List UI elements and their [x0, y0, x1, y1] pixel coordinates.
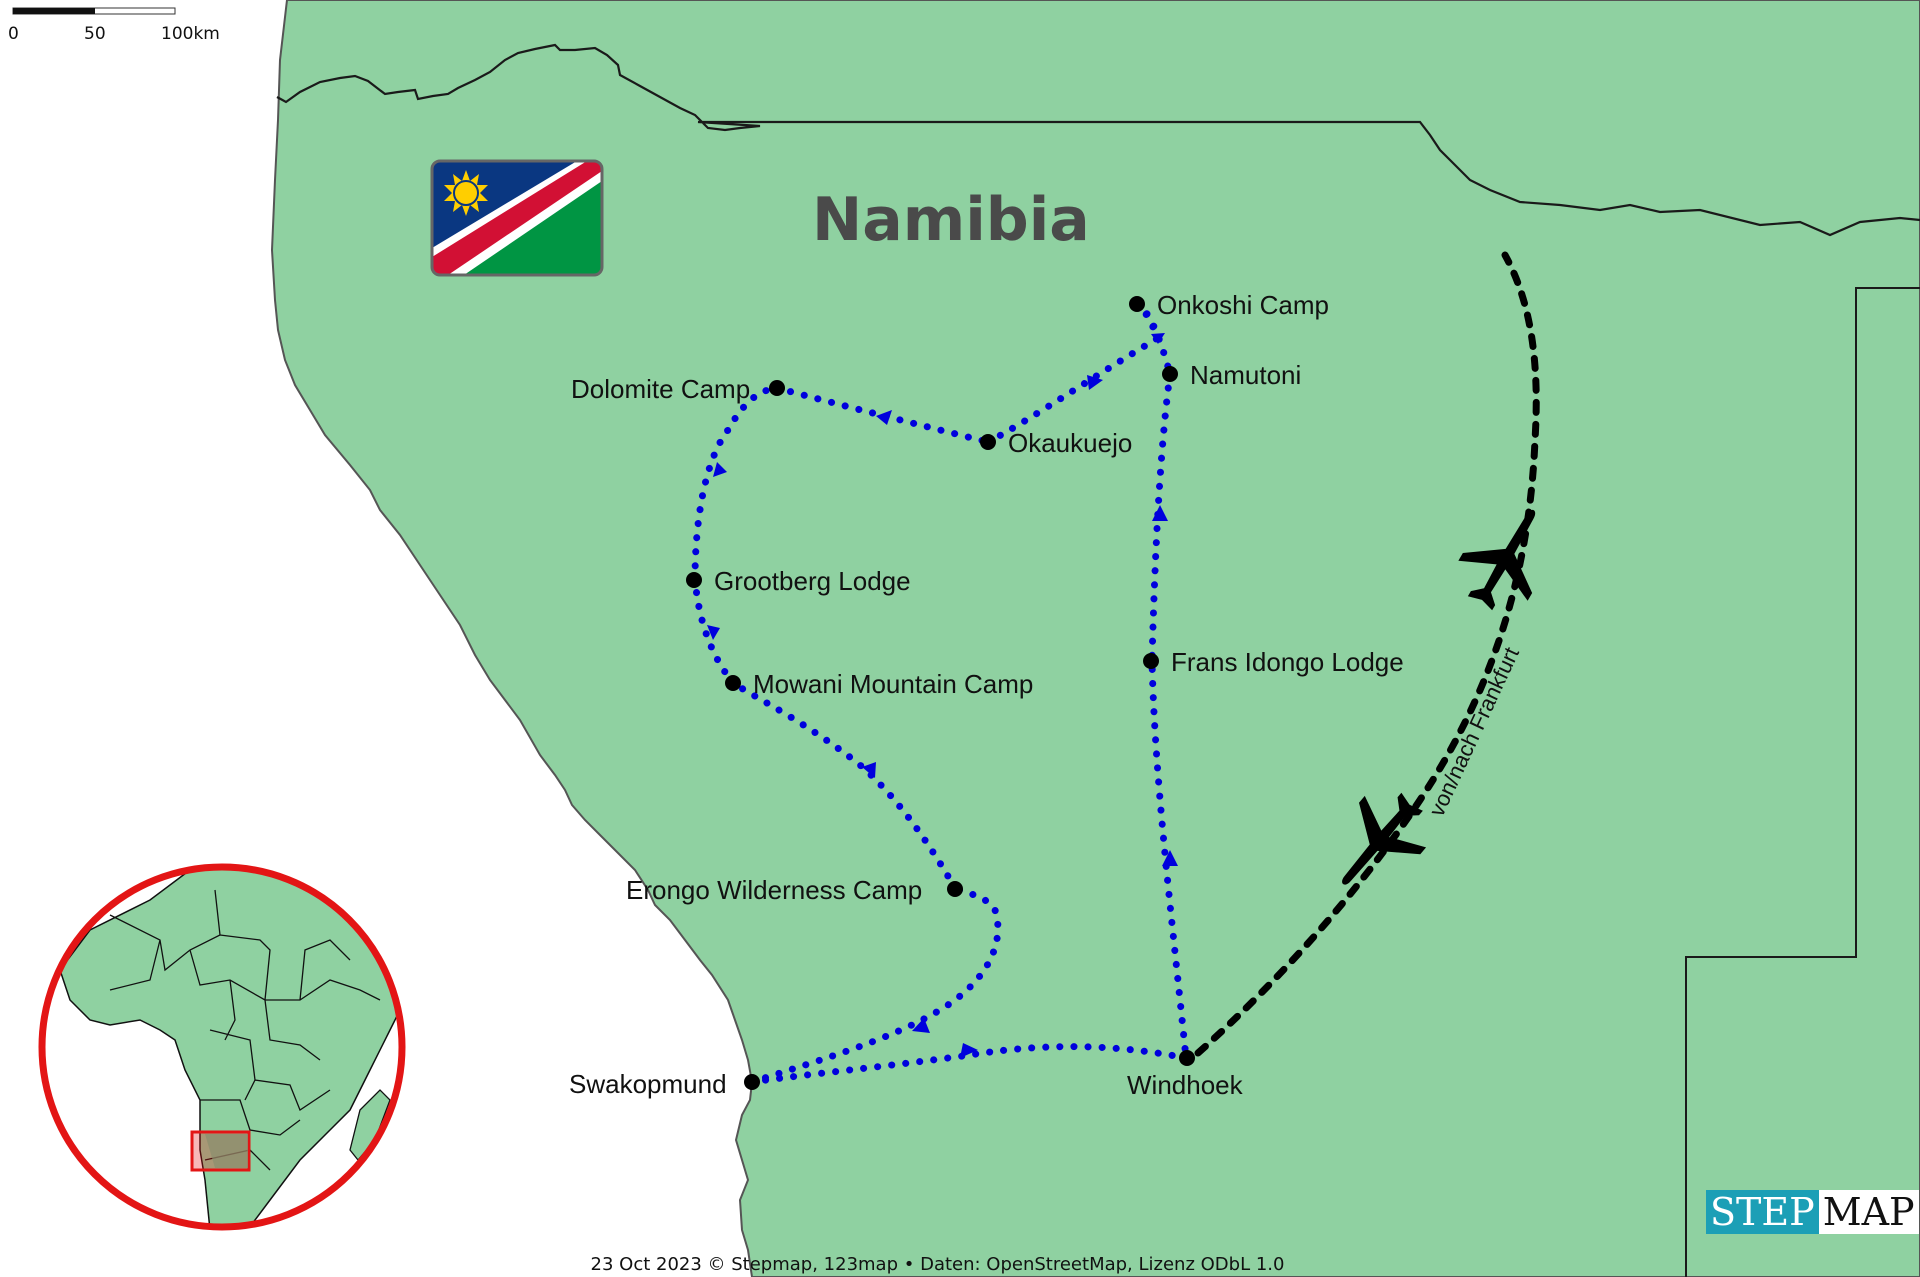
places: Onkoshi Camp Namutoni Dolomite Camp Okau…: [569, 290, 1404, 1100]
place-windhoek[interactable]: Windhoek: [1127, 1050, 1244, 1100]
arrow-icon: [1151, 333, 1165, 344]
scale-label-0: 0: [8, 24, 19, 44]
arrow-icon: [912, 1018, 930, 1033]
plane-icon: [1342, 792, 1427, 885]
stepmap-logo[interactable]: STEP MAP: [1706, 1190, 1919, 1234]
place-label: Onkoshi Camp: [1157, 290, 1329, 320]
place-frans-idongo-lodge[interactable]: Frans Idongo Lodge: [1143, 647, 1404, 677]
route-onkoshi-namutoni: [1133, 300, 1174, 378]
place-namutoni[interactable]: Namutoni: [1162, 360, 1301, 390]
arrow-icon: [960, 1043, 978, 1058]
logo-part-map: MAP: [1818, 1190, 1919, 1234]
scale-label-50: 50: [84, 24, 106, 44]
place-label: Mowani Mountain Camp: [753, 669, 1033, 699]
route-swakopmund-erongo: [748, 884, 1002, 1086]
inset-africa-map: [38, 863, 406, 1231]
place-onkoshi-camp[interactable]: Onkoshi Camp: [1129, 290, 1329, 320]
scale-label-100: 100km: [161, 24, 220, 44]
namibia-flag-icon: [430, 159, 604, 277]
land-area: [270, 0, 1920, 1277]
attribution-credit: 23 Oct 2023 © Stepmap, 123map • Daten: O…: [590, 1254, 1285, 1275]
place-label: Grootberg Lodge: [714, 566, 911, 596]
flight-path: [1194, 251, 1540, 1057]
route-dolomite-okaukuejo: [773, 384, 992, 446]
arrow-icon: [876, 410, 892, 425]
place-label: Swakopmund: [569, 1069, 727, 1099]
route-arrows: [707, 333, 1178, 1058]
logo-part-step: STEP: [1706, 1190, 1819, 1234]
place-swakopmund[interactable]: Swakopmund: [569, 1069, 760, 1099]
place-mowani-mountain-camp[interactable]: Mowani Mountain Camp: [725, 669, 1033, 699]
route-namutoni-windhoek: [1148, 370, 1190, 1062]
place-dolomite-camp[interactable]: Dolomite Camp: [571, 374, 785, 404]
arrow-icon: [1152, 505, 1168, 521]
scale-bar: 0 50 100km: [8, 7, 220, 44]
place-label: Dolomite Camp: [571, 374, 750, 404]
arrow-icon: [1087, 375, 1103, 390]
arrow-icon: [862, 762, 876, 778]
route-erongo-mowani: [729, 679, 959, 892]
border-botswana: [1685, 287, 1920, 1277]
place-label: Okaukuejo: [1008, 428, 1132, 458]
border-angola: [276, 43, 1920, 237]
arrow-icon: [1162, 850, 1178, 866]
place-erongo-wilderness-camp[interactable]: Erongo Wilderness Camp: [626, 875, 963, 905]
plane-icon: [1458, 509, 1536, 611]
route-mowani-grootberg: [691, 576, 737, 687]
arrow-icon: [707, 625, 720, 640]
place-label: Frans Idongo Lodge: [1171, 647, 1404, 677]
route-windhoek-swakopmund: [748, 1043, 1190, 1086]
route-grootberg-dolomite: [691, 384, 781, 584]
route: [691, 300, 1190, 1086]
place-okaukuejo[interactable]: Okaukuejo: [980, 428, 1132, 458]
place-label: Namutoni: [1190, 360, 1301, 390]
map-title: Namibia: [812, 185, 1090, 255]
place-label: Erongo Wilderness Camp: [626, 875, 922, 905]
place-label: Windhoek: [1127, 1070, 1244, 1100]
arrow-icon: [713, 462, 727, 477]
place-grootberg-lodge[interactable]: Grootberg Lodge: [686, 566, 911, 596]
